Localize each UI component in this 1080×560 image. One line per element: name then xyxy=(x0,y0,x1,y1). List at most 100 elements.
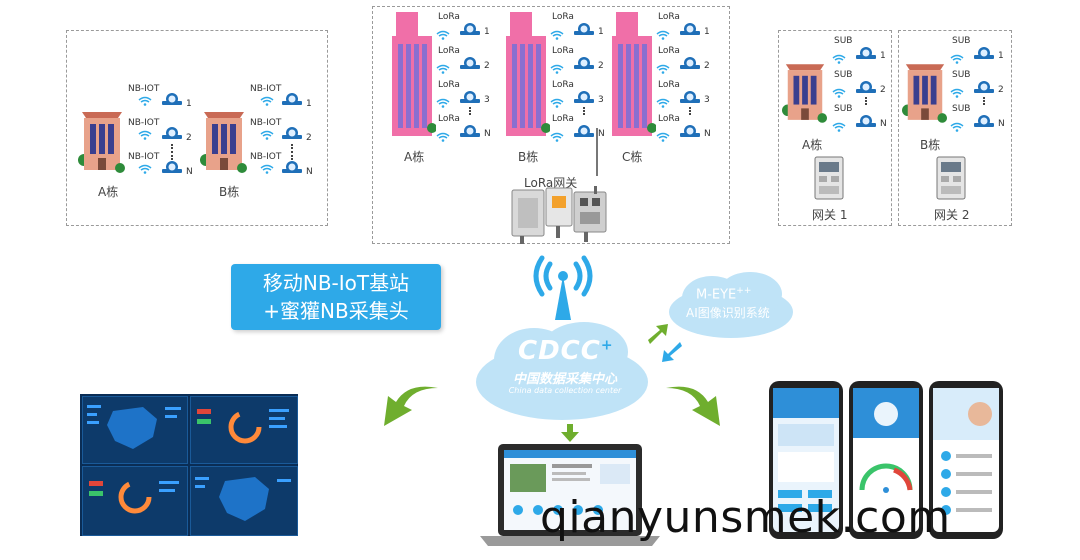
water-meter-icon xyxy=(856,80,876,100)
lora-protocol-label: LoRa xyxy=(658,46,680,56)
water-meter-icon xyxy=(974,46,994,66)
wifi-icon xyxy=(950,117,964,136)
gauge-chart-icon xyxy=(89,480,179,514)
banner-line-2: +蜜獾NB采集头 xyxy=(263,299,409,323)
meter-number: 1 xyxy=(880,51,886,61)
phone-2-icon xyxy=(849,381,923,539)
meter-number: 2 xyxy=(186,133,192,143)
ai-title-text: M-EYE xyxy=(696,287,737,303)
nb-label: NB-IOT xyxy=(128,84,160,94)
sub-protocol-label: SUB xyxy=(952,70,971,80)
wifi-icon xyxy=(656,127,670,146)
lora-building-b-label: B栋 xyxy=(518,150,539,164)
electric-meter-gateway-icon xyxy=(814,156,844,200)
meter-number: 1 xyxy=(704,27,710,37)
water-meter-icon xyxy=(282,161,302,173)
sub-protocol-label: SUB xyxy=(952,36,971,46)
meter-number: 2 xyxy=(484,61,490,71)
map-chart-icon xyxy=(195,477,291,521)
meter-number: N xyxy=(880,119,887,129)
dotted-connector xyxy=(583,107,585,115)
dotted-connector xyxy=(983,97,985,105)
meter-number: 2 xyxy=(598,61,604,71)
sub-building-b-label: B栋 xyxy=(920,138,941,152)
dashboard-screen-4 xyxy=(190,466,298,536)
arrow-down-left-icon xyxy=(384,386,438,426)
wifi-icon xyxy=(832,117,846,136)
nb-label: NB-IOT xyxy=(128,118,160,128)
dotted-connector xyxy=(689,107,691,115)
dotted-connector xyxy=(171,144,173,160)
lora-protocol-label: LoRa xyxy=(552,80,574,90)
lora-protocol-label: LoRa xyxy=(658,114,680,124)
cdcc-logo-text: CDCC xyxy=(518,336,601,366)
dotted-connector xyxy=(291,144,293,160)
ai-cloud-title: M-EYE++ xyxy=(696,286,751,302)
water-meter-icon xyxy=(574,22,594,42)
water-meter-icon xyxy=(282,127,302,139)
wifi-icon xyxy=(436,127,450,146)
banner-line-1: 移动NB-IoT基站 xyxy=(262,271,410,295)
building-a-icon xyxy=(78,112,125,173)
meter-number: 2 xyxy=(998,85,1004,95)
nb-label: NB-IOT xyxy=(250,84,282,94)
lora-protocol-label: LoRa xyxy=(658,80,680,90)
nb-label: NB-IOT xyxy=(250,118,282,128)
water-meter-icon xyxy=(856,114,876,134)
phone-3-icon xyxy=(929,381,1003,539)
meter-number: 2 xyxy=(880,85,886,95)
data-center-cloud-icon xyxy=(476,322,648,420)
water-meter-icon xyxy=(162,93,182,105)
water-meter-icon xyxy=(162,161,182,173)
nb-building-a-label: A栋 xyxy=(98,185,119,199)
wifi-icon xyxy=(436,93,450,112)
water-meter-icon xyxy=(460,90,480,110)
water-meter-icon xyxy=(460,56,480,76)
arrow-down-left-small-icon xyxy=(662,342,682,362)
tall-building-b-icon xyxy=(506,12,550,136)
meter-number: 1 xyxy=(306,99,312,109)
cdcc-logo: CDCC+ xyxy=(518,336,613,366)
arrow-down-icon xyxy=(561,424,579,442)
meter-number: 2 xyxy=(306,133,312,143)
dashboard-video-wall xyxy=(80,394,298,536)
wifi-icon xyxy=(138,96,152,106)
lora-gateway-device-icon xyxy=(511,186,607,244)
tall-building-c-icon xyxy=(612,12,656,136)
water-meter-icon xyxy=(460,124,480,144)
laptop-icon xyxy=(480,444,660,546)
gateway-1-label: 网关 1 xyxy=(812,208,848,222)
dashboard-screen-2 xyxy=(190,396,298,464)
wifi-icon xyxy=(832,49,846,68)
wifi-icon xyxy=(436,59,450,78)
meter-number: 3 xyxy=(598,95,604,105)
nb-label: NB-IOT xyxy=(250,152,282,162)
meter-number: 2 xyxy=(704,61,710,71)
meter-number: N xyxy=(998,119,1005,129)
wifi-icon xyxy=(138,130,152,140)
water-meter-icon xyxy=(680,90,700,110)
nb-building-b-label: B栋 xyxy=(219,185,240,199)
wifi-icon xyxy=(138,164,152,174)
water-meter-icon xyxy=(680,22,700,42)
cdcc-en-name: China data collection center xyxy=(508,386,622,395)
water-meter-icon xyxy=(162,127,182,139)
wifi-icon xyxy=(550,59,564,78)
lora-protocol-label: LoRa xyxy=(438,12,460,22)
lora-protocol-label: LoRa xyxy=(438,80,460,90)
water-meter-icon xyxy=(680,56,700,76)
sub-building-a-label: A栋 xyxy=(802,138,823,152)
meter-number: 1 xyxy=(186,99,192,109)
cdcc-logo-sup: + xyxy=(600,337,614,354)
watermark-text: qianyunsmek.com xyxy=(540,492,951,543)
meter-number: 1 xyxy=(484,27,490,37)
gauge-chart-icon xyxy=(197,409,289,444)
ai-title-sup: ++ xyxy=(736,286,752,296)
water-meter-icon xyxy=(974,80,994,100)
water-meter-icon xyxy=(574,56,594,76)
wifi-icon xyxy=(550,25,564,44)
meter-number: N xyxy=(484,129,491,139)
meter-number: 3 xyxy=(484,95,490,105)
cdcc-cn-name: 中国数据采集中心 xyxy=(512,372,617,387)
wifi-icon xyxy=(260,164,274,174)
